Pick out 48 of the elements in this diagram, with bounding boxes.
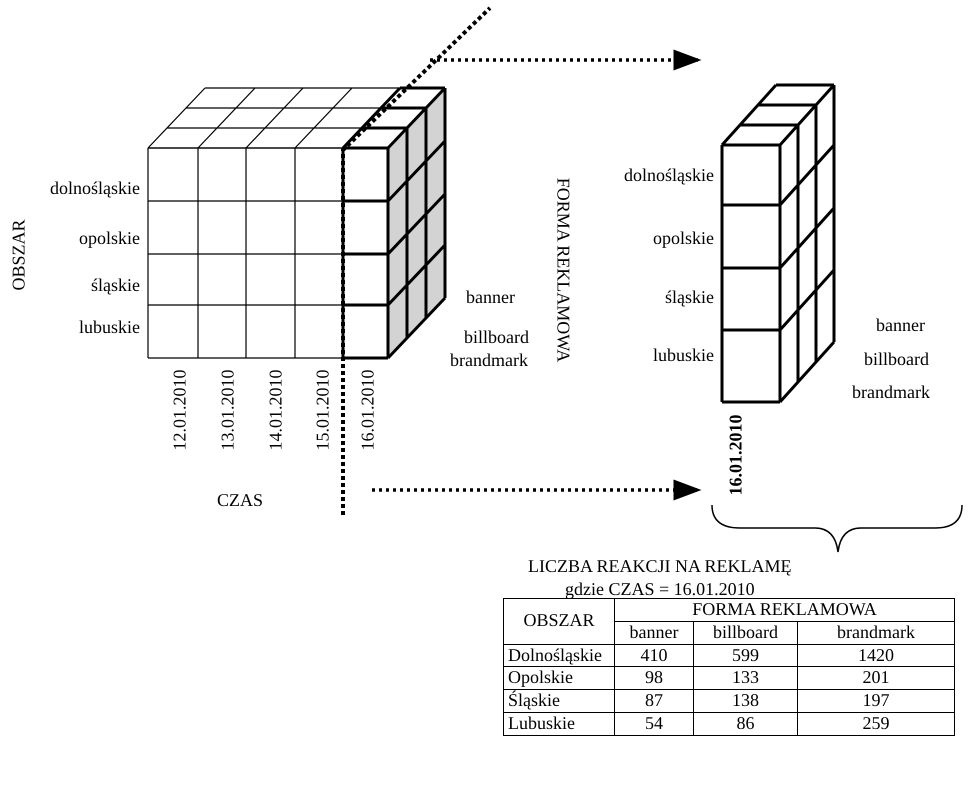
value-cell: 87 — [614, 690, 694, 712]
axis-label: FORMA REKLAMOWA — [554, 178, 572, 362]
axis-label: CZAS — [217, 491, 264, 509]
value-cell: 599 — [694, 644, 798, 667]
row-header-cell: Lubuskie — [504, 712, 614, 736]
header-cell: OBSZAR — [504, 598, 614, 644]
row-label: śląskie — [91, 276, 140, 294]
value-cell: 259 — [798, 712, 954, 736]
date-label: 12.01.2010 — [170, 370, 188, 450]
table-subtitle: gdzie CZAS = 16.01.2010 — [565, 580, 755, 598]
value-cell: 86 — [694, 712, 798, 736]
depth-label: brandmark — [852, 383, 930, 401]
value-cell: 138 — [694, 690, 798, 712]
row-label: dolnośląskie — [624, 166, 714, 184]
depth-label: billboard — [864, 350, 929, 368]
date-label: 13.01.2010 — [218, 370, 236, 450]
value-cell: 133 — [694, 666, 798, 690]
header-cell: billboard — [694, 621, 798, 644]
axis-label: OBSZAR — [9, 220, 27, 290]
depth-label: brandmark — [450, 351, 528, 369]
value-cell: 54 — [614, 712, 694, 736]
row-label: opolskie — [79, 229, 140, 247]
header-cell: brandmark — [798, 621, 954, 644]
date-label: 16.01.2010 — [726, 414, 744, 496]
row-header-cell: Śląskie — [504, 690, 614, 712]
value-cell: 1420 — [798, 644, 954, 667]
row-label: opolskie — [653, 229, 714, 247]
depth-label: banner — [466, 288, 515, 306]
depth-label: banner — [876, 316, 925, 334]
depth-label: billboard — [464, 328, 529, 346]
value-cell: 201 — [798, 666, 954, 690]
row-label: dolnośląskie — [50, 179, 140, 197]
date-label: 15.01.2010 — [313, 370, 331, 450]
row-label: śląskie — [665, 288, 714, 306]
dotted-arrow — [430, 50, 702, 70]
dotted-arrow — [372, 480, 702, 500]
row-label: lubuskie — [653, 346, 714, 364]
row-label: lubuskie — [79, 318, 140, 336]
header-cell: banner — [614, 621, 694, 644]
date-label: 16.01.2010 — [358, 370, 376, 450]
date-label: 14.01.2010 — [266, 370, 284, 450]
value-cell: 410 — [614, 644, 694, 667]
header-cell: FORMA REKLAMOWA — [614, 598, 954, 622]
value-cell: 197 — [798, 690, 954, 712]
row-header-cell: Opolskie — [504, 666, 614, 690]
table-title: LICZBA REAKCJI NA REKLAMĘ — [528, 557, 792, 575]
row-header-cell: Dolnośląskie — [504, 644, 614, 667]
value-cell: 98 — [614, 666, 694, 690]
